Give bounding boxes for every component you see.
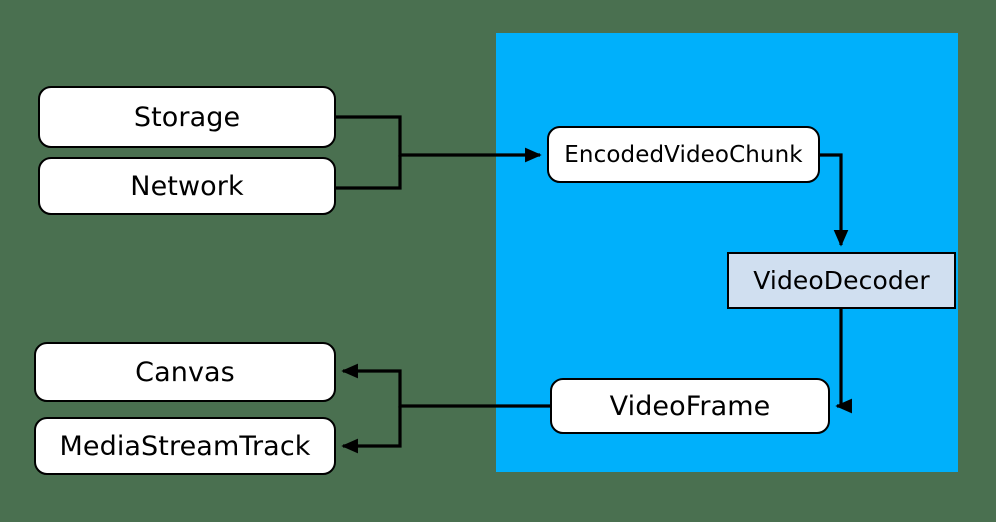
node-encodedvideochunk[interactable]: EncodedVideoChunk [547, 126, 820, 183]
node-videodecoder[interactable]: VideoDecoder [727, 252, 956, 309]
node-label-videodecoder: VideoDecoder [753, 266, 930, 295]
edge-frame-to-sinks-branch [341, 406, 402, 454]
node-label-videoframe: VideoFrame [609, 390, 771, 422]
node-storage[interactable]: Storage [38, 86, 336, 148]
node-canvas[interactable]: Canvas [34, 342, 336, 402]
node-label-encodedvideochunk: EncodedVideoChunk [564, 141, 803, 168]
node-label-mediastreamtrack: MediaStreamTrack [59, 430, 311, 462]
node-network[interactable]: Network [38, 157, 336, 215]
node-label-canvas: Canvas [135, 356, 235, 388]
node-label-storage: Storage [133, 101, 241, 133]
node-videoframe[interactable]: VideoFrame [550, 378, 830, 434]
node-label-network: Network [130, 170, 244, 202]
node-mediastreamtrack[interactable]: MediaStreamTrack [34, 417, 336, 475]
edge-sources-to-chunk-branch [336, 155, 402, 190]
